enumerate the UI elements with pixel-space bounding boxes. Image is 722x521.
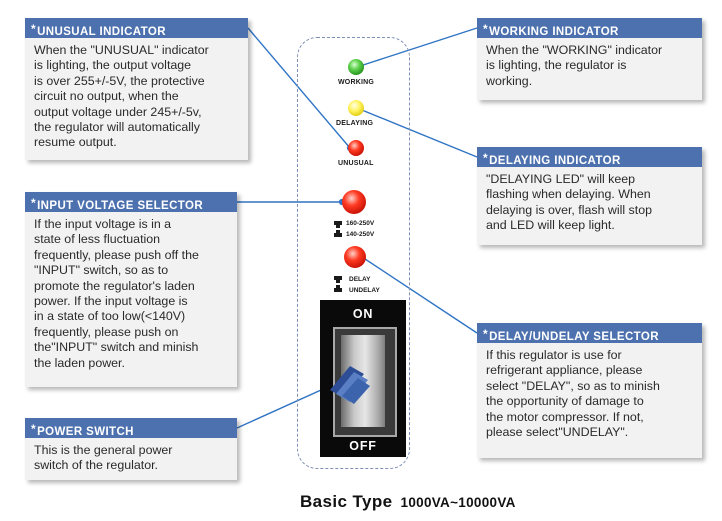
callout-header: *INPUT VOLTAGE SELECTOR	[25, 192, 237, 212]
callout-text: If this regulator is use for refrigerant…	[486, 348, 660, 440]
connector-delaying	[356, 107, 478, 158]
callout-title: UNUSUAL INDICATOR	[37, 26, 166, 38]
callout-header: *POWER SWITCH	[25, 418, 237, 438]
connector-unusual	[247, 27, 351, 149]
callout-title: WORKING INDICATOR	[489, 26, 619, 38]
unusual-led	[348, 140, 364, 156]
pressed-switch-glyph	[336, 230, 340, 233]
switch-off-label: OFF	[349, 439, 377, 453]
callout-working-indicator: *WORKING INDICATOR When the "WORKING" in…	[477, 18, 702, 100]
callout-delaying-indicator: *DELAYING INDICATOR "DELAYING LED" will …	[477, 147, 702, 245]
callout-text: If the input voltage is in a state of le…	[34, 217, 199, 370]
pressed-switch-glyph	[334, 233, 342, 237]
input-option-label: 140-250V	[346, 231, 375, 238]
raised-switch-glyph	[336, 280, 340, 283]
front-panel-outline	[297, 37, 410, 469]
connector-working	[356, 27, 478, 68]
input-option-label: 160-250V	[346, 220, 375, 227]
unusual-label: UNUSUAL	[338, 160, 374, 167]
callout-input-voltage-selector: *INPUT VOLTAGE SELECTOR If the input vol…	[25, 192, 237, 387]
delay-option-label: DELAY	[349, 276, 371, 283]
footer-title: Basic Type	[300, 492, 393, 511]
raised-switch-glyph	[334, 276, 342, 280]
callout-title: DELAY/UNDELAY SELECTOR	[489, 331, 659, 343]
callout-header: *WORKING INDICATOR	[477, 18, 702, 38]
callout-unusual-indicator: *UNUSUAL INDICATOR When the "UNUSUAL" in…	[25, 18, 248, 160]
callout-title: POWER SWITCH	[37, 426, 134, 438]
delaying-label: DELAYING	[336, 120, 374, 127]
callout-text: When the "UNUSUAL" indicator is lighting…	[34, 43, 209, 150]
callout-delay-undelay-selector: *DELAY/UNDELAY SELECTOR If this regulato…	[477, 323, 702, 458]
footer-caption: Basic Type 1000VA~10000VA	[300, 492, 516, 512]
callout-title: DELAYING INDICATOR	[489, 155, 621, 167]
callout-text: This is the general power switch of the …	[34, 443, 173, 473]
pressed-switch-glyph	[334, 288, 342, 292]
delaying-led	[348, 100, 364, 116]
switch-on-label: ON	[352, 307, 374, 321]
callout-text: "DELAYING LED" will keep flashing when d…	[486, 172, 652, 233]
power-switch-indicator-icon	[330, 366, 370, 404]
callout-text: When the "WORKING" indicator is lighting…	[486, 43, 663, 88]
raised-switch-glyph	[336, 225, 340, 228]
working-led	[348, 59, 364, 75]
pressed-switch-glyph	[336, 285, 340, 288]
delay-button[interactable]	[344, 246, 366, 268]
callout-header: *DELAY/UNDELAY SELECTOR	[477, 323, 702, 343]
callout-power-switch: *POWER SWITCH This is the general power …	[25, 418, 237, 480]
input-voltage-button[interactable]	[342, 190, 366, 214]
callout-header: *UNUSUAL INDICATOR	[25, 18, 248, 38]
callout-header: *DELAYING INDICATOR	[477, 147, 702, 167]
footer-range: 1000VA~10000VA	[400, 495, 516, 510]
delay-option-label: UNDELAY	[349, 287, 380, 294]
working-label: WORKING	[338, 79, 375, 86]
raised-switch-glyph	[334, 221, 342, 225]
connector-delay-undelay	[361, 256, 478, 334]
power-switch[interactable]: ON OFF	[320, 300, 406, 457]
callout-title: INPUT VOLTAGE SELECTOR	[37, 200, 204, 212]
